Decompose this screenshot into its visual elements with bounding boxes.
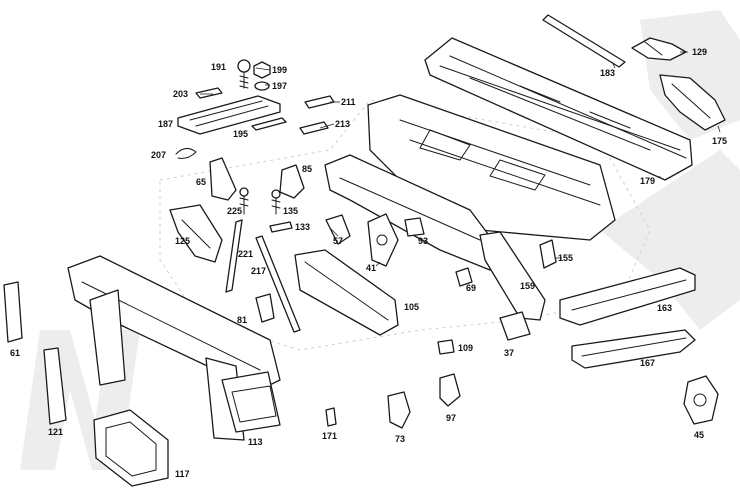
- part-155-bracket: [539, 239, 557, 269]
- callout-203: 203: [173, 89, 188, 99]
- callout-171: 171: [322, 431, 337, 441]
- part-163-sill-panel: [559, 267, 696, 326]
- part-125-wheel-arch: [169, 204, 223, 263]
- part-159-side-rail: [479, 231, 546, 321]
- callout-133: 133: [295, 222, 310, 232]
- callout-61: 61: [10, 348, 20, 358]
- part-175-air-duct: [659, 74, 726, 131]
- part-203-clip: [195, 87, 223, 99]
- part-191-screw: [237, 59, 251, 89]
- callout-197: 197: [272, 81, 287, 91]
- part-217-strut: [255, 235, 301, 333]
- callout-225: 225: [227, 206, 242, 216]
- part-109-clip: [437, 339, 455, 355]
- callout-163: 163: [657, 303, 672, 313]
- callout-125: 125: [175, 236, 190, 246]
- callout-135: 135: [283, 206, 298, 216]
- leader-lines: [200, 51, 721, 267]
- part-197-cap: [254, 81, 270, 91]
- callout-113: 113: [248, 437, 263, 447]
- callout-57: 57: [333, 236, 343, 246]
- callout-179: 179: [640, 176, 655, 186]
- callout-121: 121: [48, 427, 63, 437]
- part-37-bracket: [499, 311, 531, 341]
- part-225-bolt: [239, 187, 249, 215]
- part-211-clip: [304, 95, 335, 109]
- callout-175: 175: [712, 136, 727, 146]
- part-65-bracket: [209, 157, 237, 201]
- part-73-bracket: [387, 391, 411, 429]
- callout-167: 167: [640, 358, 655, 368]
- part-105-side-member: [294, 249, 399, 336]
- callout-85: 85: [302, 164, 312, 174]
- callout-45: 45: [694, 430, 704, 440]
- callout-207: 207: [151, 150, 166, 160]
- part-207-spring-clip: [175, 148, 197, 159]
- callout-105: 105: [404, 302, 419, 312]
- part-221-strut: [225, 219, 243, 293]
- callout-117: 117: [175, 469, 190, 479]
- part-133-pad: [269, 221, 293, 233]
- part-61-bracket: [3, 281, 23, 343]
- callout-109: 109: [458, 343, 473, 353]
- callout-93: 93: [418, 236, 428, 246]
- callout-97: 97: [446, 413, 456, 423]
- callout-183: 183: [600, 68, 615, 78]
- part-97-bracket: [439, 373, 461, 407]
- callout-195: 195: [233, 129, 248, 139]
- callout-221: 221: [238, 249, 253, 259]
- callout-159: 159: [520, 281, 535, 291]
- callout-73: 73: [395, 434, 405, 444]
- part-213-clip: [299, 121, 329, 135]
- part-167-sill-panel: [571, 329, 696, 369]
- part-41-mount: [367, 213, 399, 267]
- part-187-tray: [177, 95, 281, 135]
- part-121-panel: [43, 347, 67, 425]
- part-195-strip: [251, 117, 287, 131]
- part-81-bracket: [255, 293, 275, 323]
- callout-65: 65: [196, 177, 206, 187]
- part-69-clip: [455, 267, 473, 287]
- part-93-bracket: [404, 217, 425, 237]
- part-179-cowl-panel: [424, 37, 693, 181]
- callout-213: 213: [335, 119, 350, 129]
- callout-129: 129: [692, 47, 707, 57]
- callout-217: 217: [251, 266, 266, 276]
- part-135-bolt: [271, 189, 281, 215]
- part-57-bracket: [325, 214, 351, 245]
- part-45-hinge: [683, 375, 719, 425]
- part-center-side-member: [324, 154, 501, 271]
- callout-211: 211: [341, 97, 356, 107]
- part-85-bracket: [279, 164, 305, 199]
- callout-199: 199: [272, 65, 287, 75]
- callout-labels: 191 199 197 203 187 195 211 213 207 65 8…: [10, 47, 727, 479]
- part-171-clip: [325, 407, 337, 427]
- callout-81: 81: [237, 315, 247, 325]
- callout-41: 41: [366, 263, 376, 273]
- callout-191: 191: [211, 62, 226, 72]
- part-183-strip: [542, 14, 626, 68]
- part-117-headlamp-housing: [93, 409, 169, 487]
- callout-37: 37: [504, 348, 514, 358]
- callout-155: 155: [558, 253, 573, 263]
- part-199-nut: [253, 61, 271, 79]
- part-113-panel: [221, 371, 281, 433]
- callout-187: 187: [158, 119, 173, 129]
- callout-69: 69: [466, 283, 476, 293]
